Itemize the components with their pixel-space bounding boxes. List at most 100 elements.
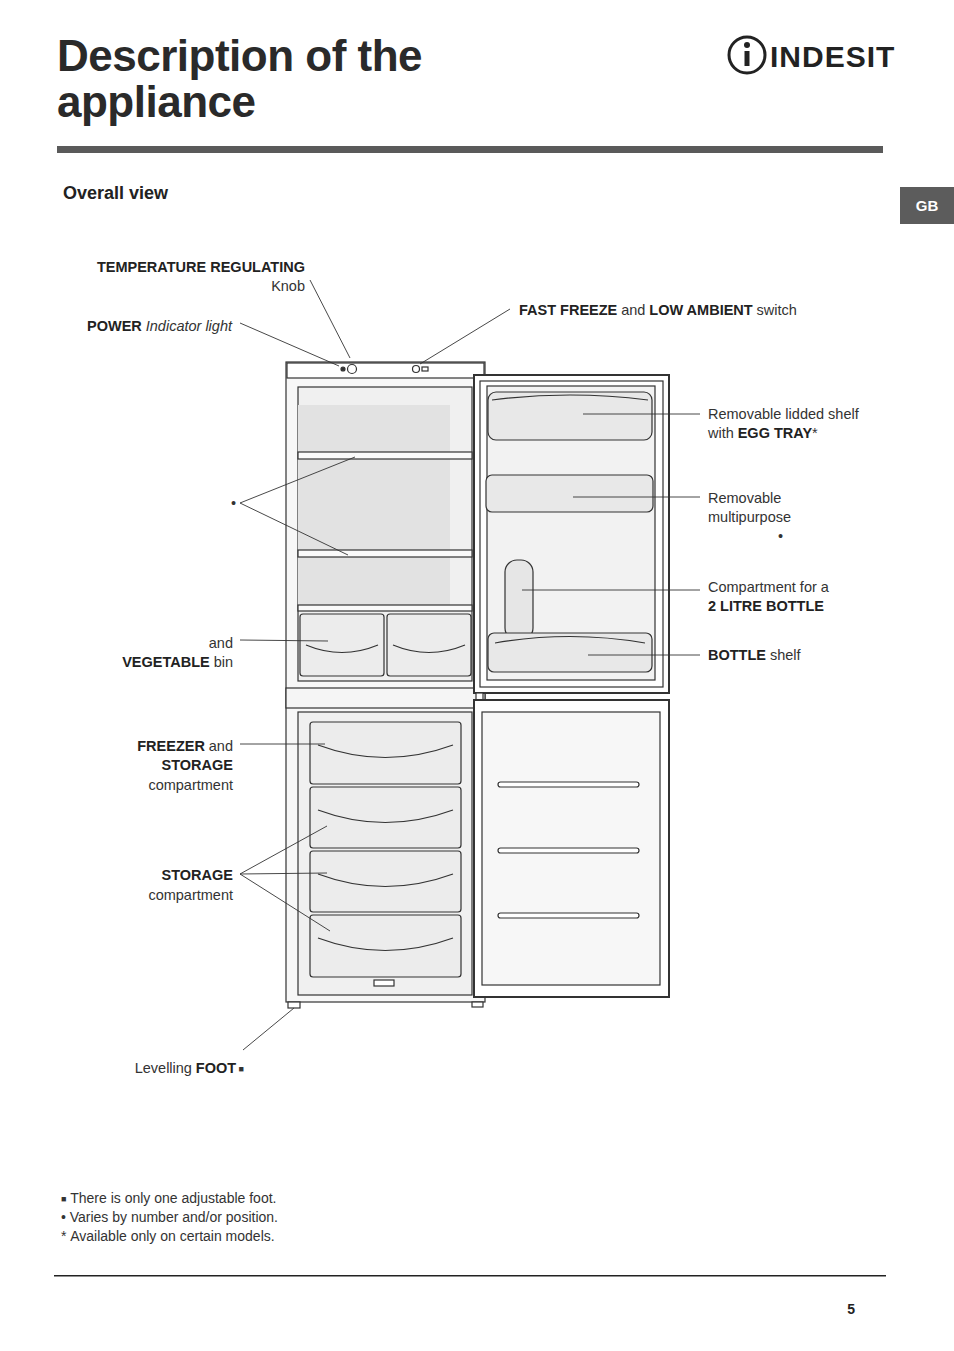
callout-label: compartment [148,887,233,903]
fridge-cabinet [298,712,472,995]
callout-label: multipurpose [708,508,791,526]
footnote: There is only one adjustable foot. [70,1190,276,1206]
tab-label: GB [916,197,939,214]
callout-label: EGG TRAY [738,425,812,441]
page-number: 5 [847,1301,855,1317]
callout-label: Removable [708,489,781,507]
footnote: • [61,1209,66,1225]
leader-lines [420,309,510,364]
fridge-doors [480,381,663,687]
fridge-doors [505,560,533,640]
section-heading: Overall view [63,182,168,205]
fridge-doors [498,848,639,853]
callout-label: POWERIndicator light [87,317,232,335]
callout-label: multipurpose [708,509,791,525]
fridge-cabinet [310,722,461,784]
fridge-cabinet [318,745,453,951]
callout-label: Compartment for a [708,578,829,596]
callout-label: STORAGE [162,756,233,774]
leader-lines [240,744,325,745]
fridge-cabinet [310,851,461,912]
fridge-doors [474,375,669,693]
callout-label: Levelling [135,1060,192,1076]
fridge-cabinet [286,362,485,1008]
fridge-doors [488,633,652,672]
callout-label: BOTTLE [708,647,766,663]
callout-label: ■ [239,1064,244,1074]
indesit-logo-mark [745,51,750,66]
callout-label: VEGETABLE [122,654,210,670]
page-rules [54,146,886,1277]
callout-label: and [209,738,233,754]
callout-label: 2 LITRE BOTTLE [708,598,824,614]
brand-logo: INDESIT [770,40,895,73]
fridge-cabinet [306,645,465,653]
callout-label: STORAGE [162,757,233,773]
leader-lines [243,1008,294,1050]
leader-lines [240,640,328,641]
footnote: ■ There is only one adjustable foot. [61,1189,276,1208]
callout-label: compartment [148,777,233,793]
callout-label: VEGETABLEbin [122,653,233,671]
callout-label: Knob [271,277,305,295]
page-number: 5 [847,1300,855,1318]
callout-label: Removable lidded shelf [708,406,859,422]
fridge-cabinet [286,362,485,1002]
callout-label: STORAGE [162,866,233,884]
fridge-doors [492,395,648,400]
callout-label: compartment [148,776,233,794]
callout-label: FREEZERand [137,737,233,755]
callout-label: with [708,425,734,441]
fridge-doors [487,386,655,680]
fridge-cabinet [387,614,471,676]
footnote: Varies by number and/or position. [70,1209,278,1225]
fridge-cabinet [286,688,485,708]
callout-label: Removable [708,490,781,506]
section-heading: Overall view [63,183,168,203]
callout-label: Knob [271,278,305,294]
fridge-cabinet [288,1002,300,1008]
leader-lines [583,414,700,415]
fridge-cabinet [287,363,484,378]
indesit-logo-mark [729,37,765,73]
callout-label: • [778,527,783,545]
page-rules [57,146,883,153]
fridge-cabinet [413,366,420,373]
footnote: •Varies by number and/or position. [61,1208,278,1226]
fridge-doors [486,475,653,512]
fridge-cabinet [374,980,394,986]
callout-label: • [231,494,236,512]
footnote: * [61,1228,66,1244]
leader-lines [310,280,350,358]
brand-logo: INDESIT [770,38,895,76]
callout-label: switch [757,302,797,318]
fridge-cabinet [422,367,428,371]
fridge-cabinet [341,367,345,371]
callout-label: Indicator light [146,318,232,334]
callout-label: 2 LITRE BOTTLE [708,597,824,615]
callout-label: compartment [148,886,233,904]
footnote: *Available only on certain models. [61,1227,275,1245]
callout-label: and [209,635,233,651]
fridge-doors [498,913,639,918]
callout-label: and [209,634,233,652]
callout-label: Removable lidded shelf [708,405,859,423]
fridge-doors [495,637,645,644]
fridge-cabinet [298,550,472,557]
language-tab: GB [900,187,954,224]
fridge-doors [474,375,669,997]
callout-label: FAST FREEZEandLOW AMBIENTswitch [519,301,797,319]
indesit-logo-mark [744,42,750,48]
fridge-doors [474,700,669,997]
footnote: ■ [61,1194,66,1204]
leader-lines [573,497,700,498]
callout-label: TEMPERATURE REGULATING [97,259,305,275]
callout-label: • [231,495,236,511]
leader-lines [240,457,355,555]
fridge-cabinet [310,915,461,977]
fridge-cabinet [298,605,472,611]
callout-label: FREEZER [137,738,205,754]
footnote: Available only on certain models. [70,1228,274,1244]
callout-label: shelf [770,647,801,663]
leader-lines [240,323,339,366]
